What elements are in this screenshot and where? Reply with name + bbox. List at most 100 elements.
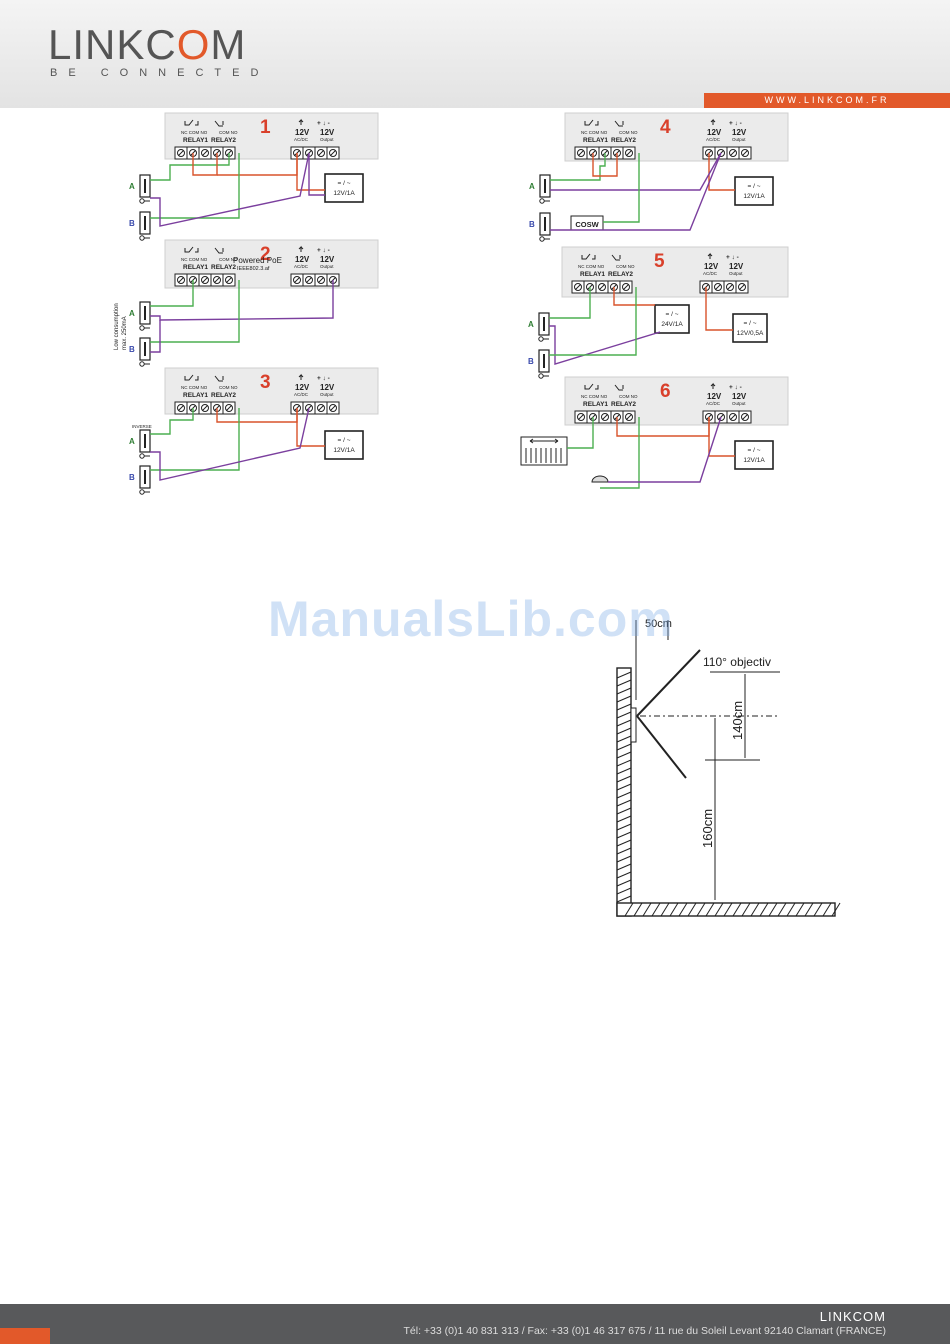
relay1-label-2: RELAY1 (183, 264, 208, 271)
gate-arrow-icon (529, 438, 559, 444)
relay-terminal-5-0-slot (575, 284, 581, 290)
wire-4-r (592, 153, 618, 177)
wall-hatch (616, 815, 632, 823)
relay-terminal-6-4-screw (625, 413, 633, 421)
relay2-symbol-6 (614, 384, 624, 391)
floor-hatch (723, 902, 733, 917)
key-icon-3 (139, 453, 145, 459)
wall-hatch (616, 767, 632, 775)
diagram-number-3: 3 (260, 372, 271, 393)
psu-type-4: = / ~ (747, 183, 760, 190)
relay-terminal-6-0-slot (578, 414, 584, 420)
wire-2-gnd2 (150, 320, 161, 353)
floor-hatch (669, 902, 679, 917)
wall-hatch (616, 823, 632, 831)
relay-terminal-3-4-screw (225, 404, 233, 412)
wall-hatch (616, 711, 632, 719)
power-terminal-5-2-screw (726, 283, 734, 291)
relay1-label-4: RELAY1 (583, 137, 608, 144)
power-terminal-6-1-screw (717, 413, 725, 421)
wall-hatch (616, 703, 632, 711)
floor-hatch (660, 902, 670, 917)
wire-2-a (150, 280, 194, 307)
relay1-symbol-3 (184, 374, 199, 381)
relay1-contacts-6: NC COM NO (581, 394, 608, 399)
website-url: WWW.LINKCOM.FR (704, 93, 950, 108)
relay-terminal-3-0-screw (177, 404, 185, 412)
reader-label-5: B (528, 357, 534, 366)
wire-3-gnd (150, 407, 310, 481)
relay1-contacts-1: NC COM NO (181, 130, 208, 135)
power-terminal-5-1-screw (714, 283, 722, 291)
wire-3-a (150, 408, 194, 435)
psu-type-5: = / ~ (743, 320, 756, 327)
psu-rating-3: 12V/1A (333, 447, 355, 454)
floor-hatch (768, 902, 778, 917)
floor-hatch (732, 902, 742, 917)
relay1-contacts-3: NC COM NO (181, 385, 208, 390)
wall-hatch (616, 799, 632, 807)
key-icon-1 (139, 235, 145, 241)
footer-accent (0, 1328, 50, 1344)
reader-slot-5 (543, 317, 545, 331)
relay-terminal-6-2-screw (601, 413, 609, 421)
relay-terminal-2-4-screw (225, 276, 233, 284)
wire-1-a (150, 153, 230, 181)
relay-terminal-5-2-slot (599, 284, 605, 290)
wire-1-b (150, 153, 240, 219)
wall-hatch (616, 807, 632, 815)
wall-hatch (616, 679, 632, 687)
floor-hatch (651, 902, 661, 917)
relay2-symbol-2 (214, 247, 224, 254)
output-12v-3: 12V (320, 383, 335, 392)
wall-hatch (616, 895, 632, 903)
relay2-symbol-3 (214, 375, 224, 382)
relay2-symbol-5 (611, 254, 621, 261)
reader-slot-2 (144, 306, 146, 320)
input-arrow-6 (710, 382, 716, 389)
gate-icon (520, 436, 568, 466)
low-consumption-max: max. 250mA (122, 316, 128, 350)
relay2-contacts-4: COM NO (619, 130, 638, 135)
output-label-6: Output (732, 401, 746, 406)
wall-hatch (616, 671, 632, 679)
power-supply-3 (324, 430, 364, 460)
view-line-bottom (636, 715, 687, 779)
low-consumption-label: Low consumption (114, 303, 120, 350)
power-terminal-4-1-screw (717, 149, 725, 157)
wire-5-gnd (549, 325, 661, 365)
floor-hatch (777, 902, 787, 917)
wire-3-b (150, 408, 240, 471)
footer-company: LINKCOM (819, 1309, 886, 1324)
relay2-label-3: RELAY2 (211, 392, 236, 399)
input-acdc-1: AC/DC (294, 137, 309, 142)
psu-rating-6: 12V/1A (743, 457, 765, 464)
output-label-4: Output (732, 137, 746, 142)
input-12v-5: 12V (704, 262, 719, 271)
relay-terminal-3-4-slot (226, 405, 232, 411)
floor-hatch (750, 902, 760, 917)
relay-terminal-6-0-screw (577, 413, 585, 421)
dim-140-label: 140cm (730, 701, 745, 740)
power-terminal-3-1-screw (305, 404, 313, 412)
floor-hatch (687, 902, 697, 917)
wall-hatch (616, 887, 632, 895)
wall-hatch (616, 847, 632, 855)
psu-rating-5: 24V/1A (661, 321, 683, 328)
view-line-top (636, 649, 701, 717)
input-acdc-5: AC/DC (703, 271, 718, 276)
power-terminal-6-2-screw (729, 413, 737, 421)
psu-type-3: = / ~ (337, 437, 350, 444)
input-12v-4: 12V (707, 128, 722, 137)
power-terminal-2-1-screw (305, 276, 313, 284)
relay2-symbol-4 (614, 120, 624, 127)
relay-terminal-2-0-screw (177, 276, 185, 284)
input-12v-2: 12V (295, 255, 310, 264)
relay-terminal-1-2-slot (202, 150, 208, 156)
power-terminal-6-3-slot (742, 414, 748, 420)
relay-terminal-2-3-screw (213, 276, 221, 284)
wire-5-r (613, 287, 655, 306)
poe-standard-2: IEEE802.3.af (237, 266, 270, 272)
power-terminal-6-2-slot (730, 414, 736, 420)
floor-hatch (786, 902, 796, 917)
